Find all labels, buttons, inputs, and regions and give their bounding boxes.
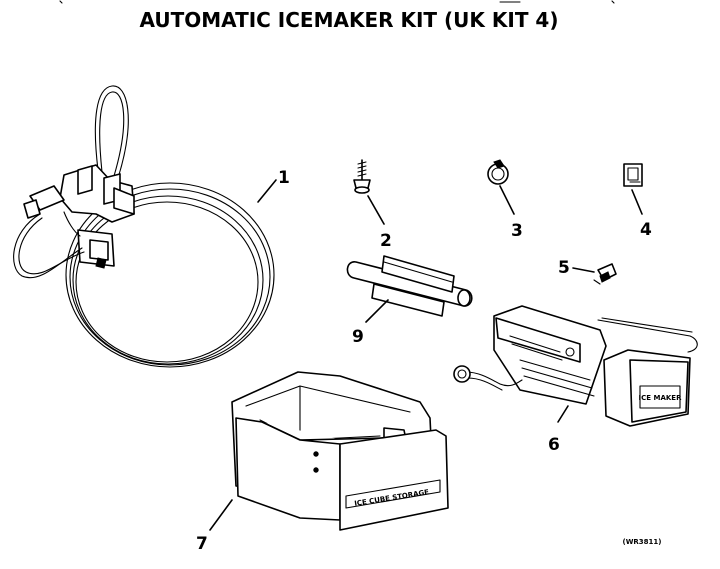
part-9-tube-and-insulation: [346, 255, 473, 317]
callout-6: 6: [548, 435, 560, 455]
top-edge-marks: [59, 0, 615, 4]
leader-1: [257, 179, 277, 203]
part-6-icemaker: ICE MAKER: [453, 305, 698, 427]
leader-3: [499, 185, 515, 215]
part-1-water-valve-assembly: [13, 85, 275, 368]
callout-5: 5: [558, 258, 570, 278]
callout-2: 2: [380, 231, 392, 251]
part-5-clip: [593, 263, 617, 285]
leader-5: [572, 267, 595, 273]
callout-4: 4: [640, 220, 652, 240]
part-4-plate: [623, 163, 643, 187]
callout-7: 7: [196, 534, 208, 554]
leader-4: [631, 189, 643, 215]
leader-6: [557, 405, 569, 423]
part-2-screw: [353, 159, 371, 194]
leader-2: [367, 195, 385, 225]
leader-9: [365, 299, 389, 323]
callout-9: 9: [352, 327, 364, 347]
callout-3: 3: [511, 221, 523, 241]
diagram-title: AUTOMATIC ICEMAKER KIT (UK KIT 4): [140, 8, 559, 32]
part-7-ice-bin: ICE CUBE STORAGE: [231, 371, 449, 531]
part-3-clamp: [487, 159, 509, 185]
callout-1: 1: [278, 168, 290, 188]
leader-7: [209, 499, 233, 531]
figure-code: (WR3811): [623, 538, 662, 546]
icemaker-plate-label: ICE MAKER: [639, 394, 683, 402]
